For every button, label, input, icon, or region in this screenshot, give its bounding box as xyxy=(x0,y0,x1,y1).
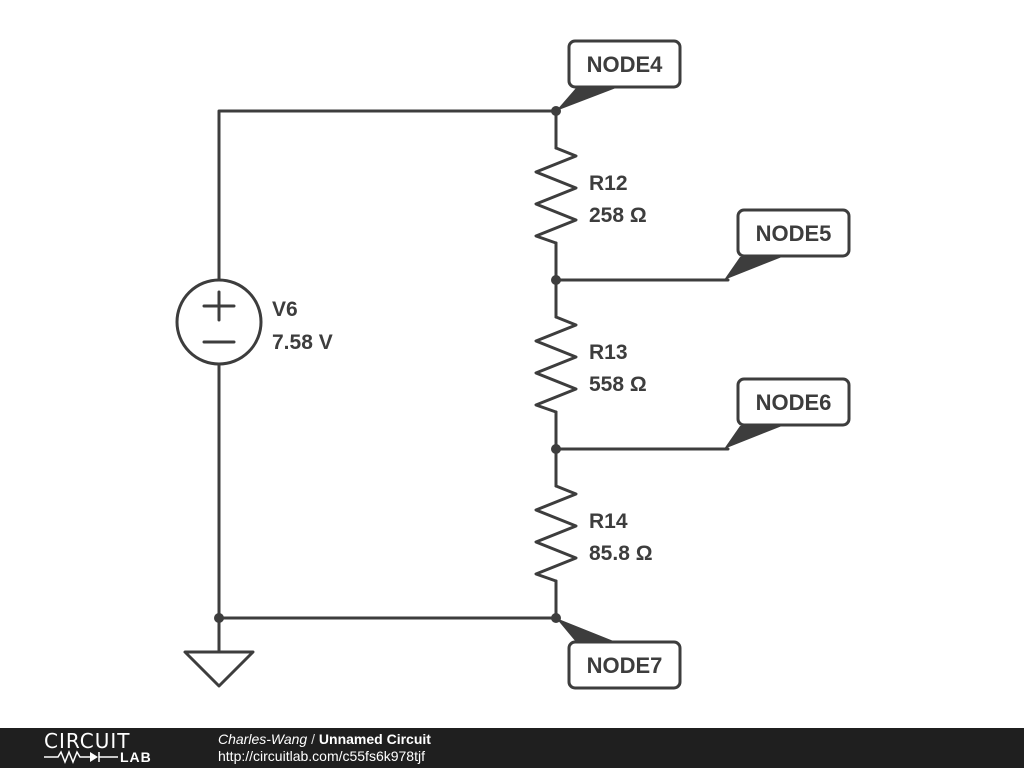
circuit-name: Unnamed Circuit xyxy=(318,731,431,747)
resistor-r14[interactable] xyxy=(534,484,578,583)
author-link[interactable]: Charles-Wang xyxy=(218,731,308,747)
circuit-url-link[interactable]: http://circuitlab.com/c55fs6k978tjf xyxy=(218,748,425,764)
resistor-r13[interactable] xyxy=(534,315,578,414)
node7-text: NODE7 xyxy=(587,653,663,678)
wire-left-bottom xyxy=(217,362,558,620)
footer-bar: CIRCUIT LAB Charles-Wang / Unnamed Circu… xyxy=(0,728,1024,768)
node-label-node6[interactable]: NODE6 xyxy=(724,377,851,449)
logo-top-text: CIRCUIT xyxy=(44,729,131,753)
circuit-schematic: V6 7.58 V R12 258 Ω R13 558 Ω R14 85.8 Ω… xyxy=(175,39,851,690)
resistor-r12[interactable] xyxy=(534,146,578,245)
wire-left-top xyxy=(217,109,558,282)
voltage-source-circle xyxy=(175,278,263,366)
node-label-node5[interactable]: NODE5 xyxy=(724,208,851,280)
junction-ground xyxy=(214,613,224,623)
logo-resistor-diode-icon xyxy=(44,750,118,764)
ground-symbol xyxy=(183,616,255,688)
r12-name-label: R12 xyxy=(589,172,628,195)
r14-name-label: R14 xyxy=(589,510,628,533)
r14-value-label: 85.8 Ω xyxy=(589,542,653,565)
r12-value-label: 258 Ω xyxy=(589,204,647,227)
node4-text: NODE4 xyxy=(587,52,664,77)
voltage-source-v6[interactable] xyxy=(175,278,263,366)
footer-info: Charles-Wang / Unnamed Circuit http://ci… xyxy=(218,731,431,765)
node-label-node4[interactable]: NODE4 xyxy=(556,39,682,111)
r13-value-label: 558 Ω xyxy=(589,373,647,396)
junction-node6 xyxy=(551,444,561,454)
title-separator: / xyxy=(307,731,319,747)
node6-text: NODE6 xyxy=(756,390,832,415)
v6-name-label: V6 xyxy=(272,298,298,321)
circuitlab-logo[interactable]: CIRCUIT LAB xyxy=(44,730,174,766)
r13-name-label: R13 xyxy=(589,341,628,364)
junction-node5 xyxy=(551,275,561,285)
node5-text: NODE5 xyxy=(756,221,832,246)
node-label-node7[interactable]: NODE7 xyxy=(556,618,682,690)
logo-bottom-text: LAB xyxy=(120,749,152,765)
v6-value-label: 7.58 V xyxy=(272,331,333,354)
